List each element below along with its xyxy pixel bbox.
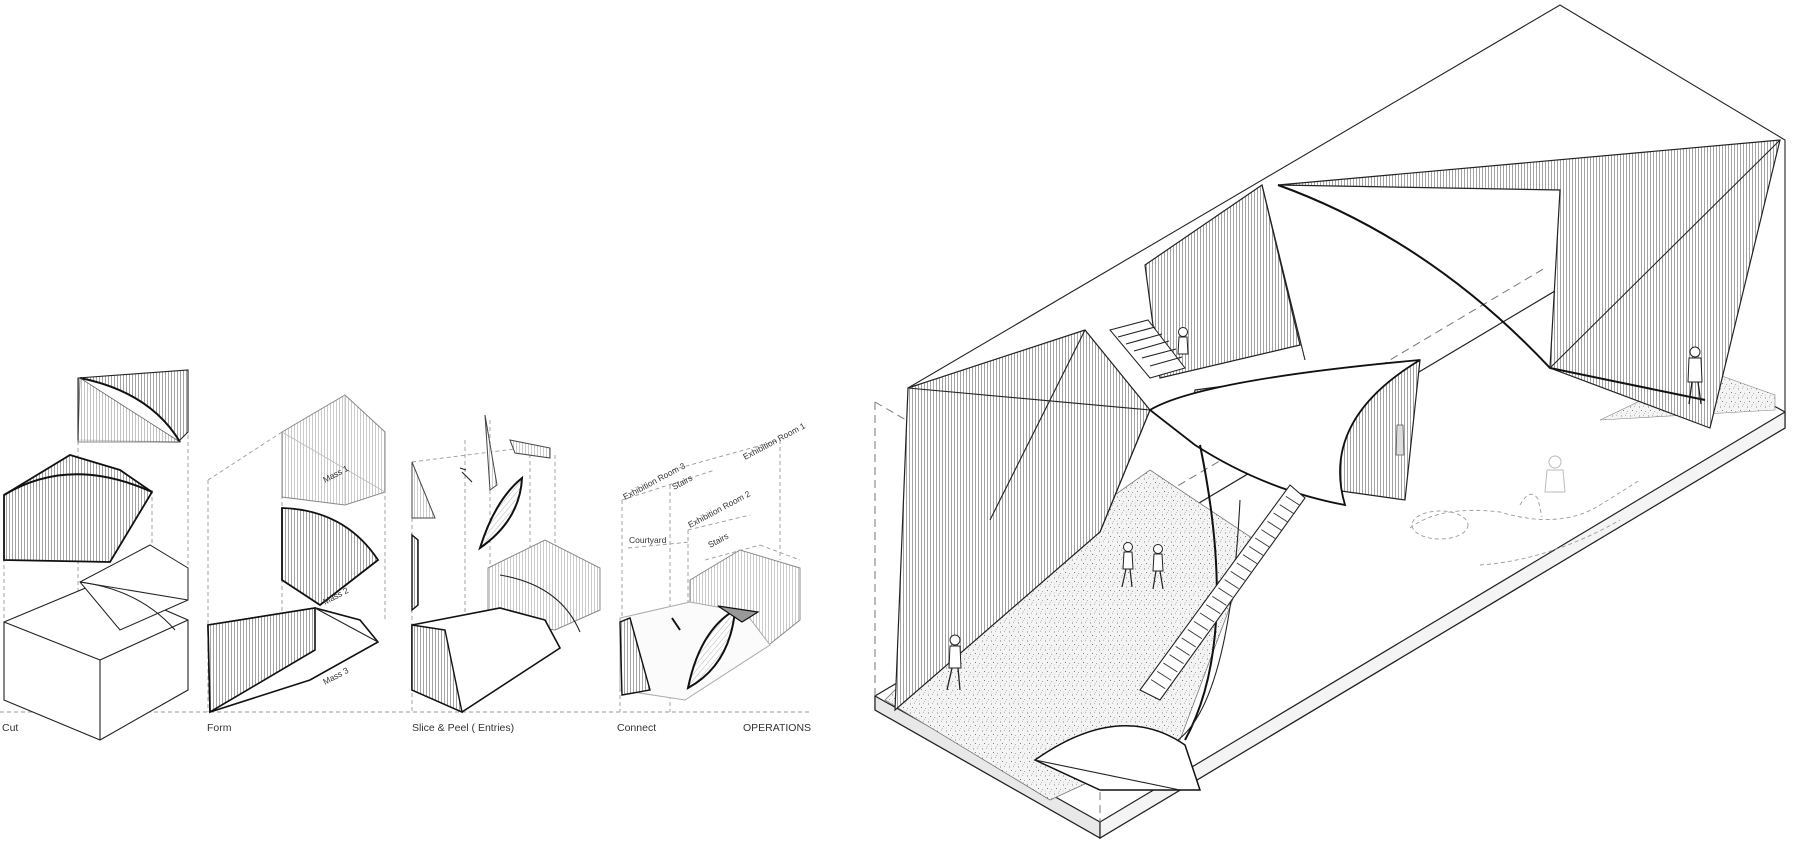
person-in-doorway [1395, 424, 1405, 456]
stair-tread [1218, 587, 1233, 598]
stair-tread [1267, 520, 1282, 531]
curved-plane [1148, 359, 1421, 507]
mass-1-shape [281, 394, 386, 506]
stair-tread [1236, 562, 1252, 573]
step-label-slice-peel: Slice & Peel ( Entries) [412, 722, 514, 734]
label-stairs-lower: Stairs [706, 531, 730, 550]
stair-tread [1279, 504, 1294, 515]
stair-tread [1285, 495, 1301, 506]
person-right [1687, 346, 1703, 405]
axonometric-view [874, 4, 1786, 840]
form-diagram: Mass 1 Mass 2 Mass 3 Form [207, 394, 386, 734]
slice-peel-diagram: Slice & Peel ( Entries) [411, 414, 601, 734]
cut-middle-piece [3, 454, 154, 563]
figures [946, 327, 1703, 691]
hatched-wall-right [1277, 139, 1781, 429]
stair-tread [1193, 620, 1209, 631]
stair-tread [1163, 662, 1178, 673]
sliver-top [484, 414, 498, 491]
mass-2-shape [281, 507, 380, 607]
operations-panel: Cut Mass 1 Mass 2 Mass 3 Form [0, 369, 811, 741]
stair-treads [1150, 495, 1301, 690]
upper-staircase [1109, 319, 1186, 379]
stair-tread [1224, 579, 1239, 590]
person-walking-left [946, 634, 962, 691]
roof-outline [907, 4, 1786, 412]
connect-diagram: Exhibition Room 3 Exhibition Room 1 Stai… [617, 420, 807, 734]
stair-tread [1150, 679, 1166, 690]
person-upper-stairs [1177, 327, 1189, 355]
main-staircase [1139, 484, 1306, 701]
stair-tread [1187, 629, 1203, 640]
stair-tread [1242, 554, 1258, 565]
operations-title: OPERATIONS [743, 722, 811, 734]
label-courtyard: Courtyard [629, 535, 667, 545]
person-ghost [1544, 455, 1566, 493]
lower-ramp [1033, 724, 1202, 791]
cut-diagram: Cut [2, 369, 189, 741]
stair-tread [1175, 645, 1190, 656]
courtyard-furniture [1409, 479, 1641, 566]
stair-tread [1212, 595, 1227, 606]
stair-tread [1199, 612, 1215, 623]
stair-tread [1248, 545, 1264, 556]
person-pair [1121, 542, 1164, 590]
peeled-wedge [478, 475, 524, 551]
label-exhibition-room-1: Exhibition Room 1 [741, 420, 807, 461]
stair-tread [1230, 570, 1245, 581]
stair-tread [1169, 654, 1184, 665]
step-label-form: Form [207, 722, 232, 734]
stair-tread [1157, 670, 1172, 681]
stair-tread [1273, 512, 1288, 523]
stair-tread [1255, 537, 1270, 548]
stair-tread [1206, 604, 1221, 615]
stair-tread [1181, 637, 1196, 648]
label-exhibition-room-2: Exhibition Room 2 [686, 488, 752, 529]
stair-tread [1261, 529, 1276, 540]
sliver-left [411, 461, 436, 519]
step-label-cut: Cut [2, 722, 18, 734]
step-label-connect: Connect [617, 722, 656, 734]
